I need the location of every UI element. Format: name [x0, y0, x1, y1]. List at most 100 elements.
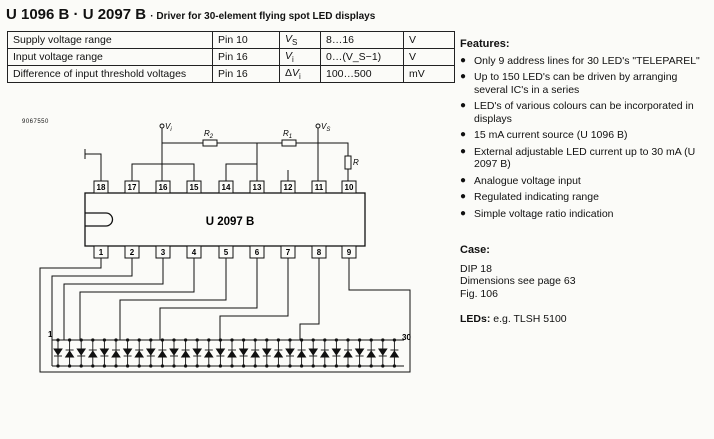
pin-4: 4 [186, 245, 202, 259]
pin-label: 14 [222, 183, 231, 192]
wire [318, 142, 349, 156]
spec-value: 100…500 [320, 65, 404, 83]
leds-value: e.g. TLSH 5100 [493, 313, 567, 325]
led [192, 338, 203, 368]
ic-body [84, 192, 366, 247]
pin-label: 9 [347, 248, 352, 257]
led [169, 338, 179, 368]
pin-label: 10 [345, 183, 354, 192]
led-array [53, 338, 400, 368]
pin-label: 3 [161, 248, 166, 257]
circuit-wires [39, 128, 411, 373]
pin-6: 6 [249, 245, 265, 259]
list-item: Regulated indicating range [460, 191, 705, 204]
pin-label: 15 [190, 183, 199, 192]
led [319, 338, 330, 368]
pin-17: 17 [124, 180, 140, 194]
list-item: 15 mA current source (U 1096 B) [460, 129, 705, 142]
pin-label: 4 [192, 248, 197, 257]
spec-value: 0…(V_S−1) [320, 48, 404, 66]
resistor-r2: R2 [202, 129, 218, 147]
led [389, 338, 400, 368]
resistor-r1: R1 [281, 129, 297, 147]
pin-label: 16 [159, 183, 168, 192]
features-section: Features: Only 9 address lines for 30 LE… [460, 38, 705, 224]
pin-3: 3 [155, 245, 171, 259]
spec-table: Supply voltage range Pin 10 VS 8…16 V In… [7, 31, 455, 83]
led [145, 338, 156, 368]
pin-16: 16 [155, 180, 171, 194]
spec-unit: mV [403, 65, 455, 83]
pin-label: 7 [286, 248, 291, 257]
pin-11: 11 [311, 180, 327, 194]
ic-notch [85, 212, 114, 227]
led [366, 338, 377, 368]
pin-label: 6 [255, 248, 260, 257]
wire [159, 258, 258, 340]
led-first-label: 1 [48, 330, 53, 339]
spec-pin: Pin 10 [212, 31, 280, 49]
page-title: U 1096 B · U 2097 B · Driver for 30-elem… [6, 6, 375, 23]
pin-1: 1 [93, 245, 109, 259]
wire [39, 258, 102, 373]
pin-label: 17 [128, 183, 137, 192]
wire [51, 258, 133, 366]
pin-label: 12 [284, 183, 293, 192]
wire [79, 258, 195, 340]
spec-param: Difference of input threshold voltages [7, 65, 213, 83]
case-line: DIP 18 [460, 262, 492, 275]
case-heading: Case: [460, 244, 490, 256]
case-section: Case: DIP 18 Dimensions see page 63 Fig.… [460, 244, 576, 300]
led [261, 338, 272, 368]
pin-label: 11 [315, 183, 324, 192]
vi-label: Vi [165, 122, 172, 133]
led [203, 338, 214, 368]
list-item: LED's of various colours can be incorpor… [460, 100, 705, 125]
led [250, 338, 261, 368]
table-row: Difference of input threshold voltages P… [7, 65, 455, 83]
led [64, 338, 75, 368]
led [308, 338, 319, 368]
wire [119, 258, 227, 340]
pin-9: 9 [341, 245, 357, 259]
vi-terminal [159, 123, 165, 129]
led [99, 338, 110, 368]
led [157, 338, 168, 368]
led [238, 338, 249, 368]
leds-label: LEDs: [460, 313, 491, 325]
pin-5: 5 [218, 245, 234, 259]
vs-label: VS [321, 122, 330, 133]
table-row: Supply voltage range Pin 10 VS 8…16 V [7, 31, 455, 49]
pin-10: 10 [341, 180, 357, 194]
led [215, 338, 226, 368]
led [87, 338, 98, 368]
pin-15: 15 [186, 180, 202, 194]
wire [299, 258, 320, 340]
list-item: Simple voltage ratio indication [460, 208, 705, 221]
table-row: Input voltage range Pin 16 Vi 0…(V_S−1) … [7, 48, 455, 66]
title-part-numbers: U 1096 B · U 2097 B [6, 6, 147, 23]
pin-12: 12 [280, 180, 296, 194]
list-item: Only 9 address lines for 30 LED's "TELEP… [460, 55, 705, 68]
led [285, 338, 295, 368]
spec-param: Input voltage range [7, 48, 213, 66]
wire [85, 153, 102, 181]
led [331, 338, 342, 368]
r1-label: R1 [283, 129, 292, 140]
spec-pin: Pin 16 [212, 65, 280, 83]
pin-label: 13 [253, 183, 262, 192]
led [76, 338, 87, 368]
case-line: Dimensions see page 63 [460, 275, 576, 287]
spec-param: Supply voltage range [7, 31, 213, 49]
pin-18: 18 [93, 180, 109, 194]
list-item: Up to 150 LED's can be driven by arrangi… [460, 71, 705, 96]
pin-14: 14 [218, 180, 234, 194]
list-item: External adjustable LED current up to 30… [460, 146, 705, 171]
led [227, 338, 237, 368]
led [122, 338, 133, 368]
pin-label: 8 [317, 248, 322, 257]
led [134, 338, 145, 368]
led [354, 338, 365, 368]
